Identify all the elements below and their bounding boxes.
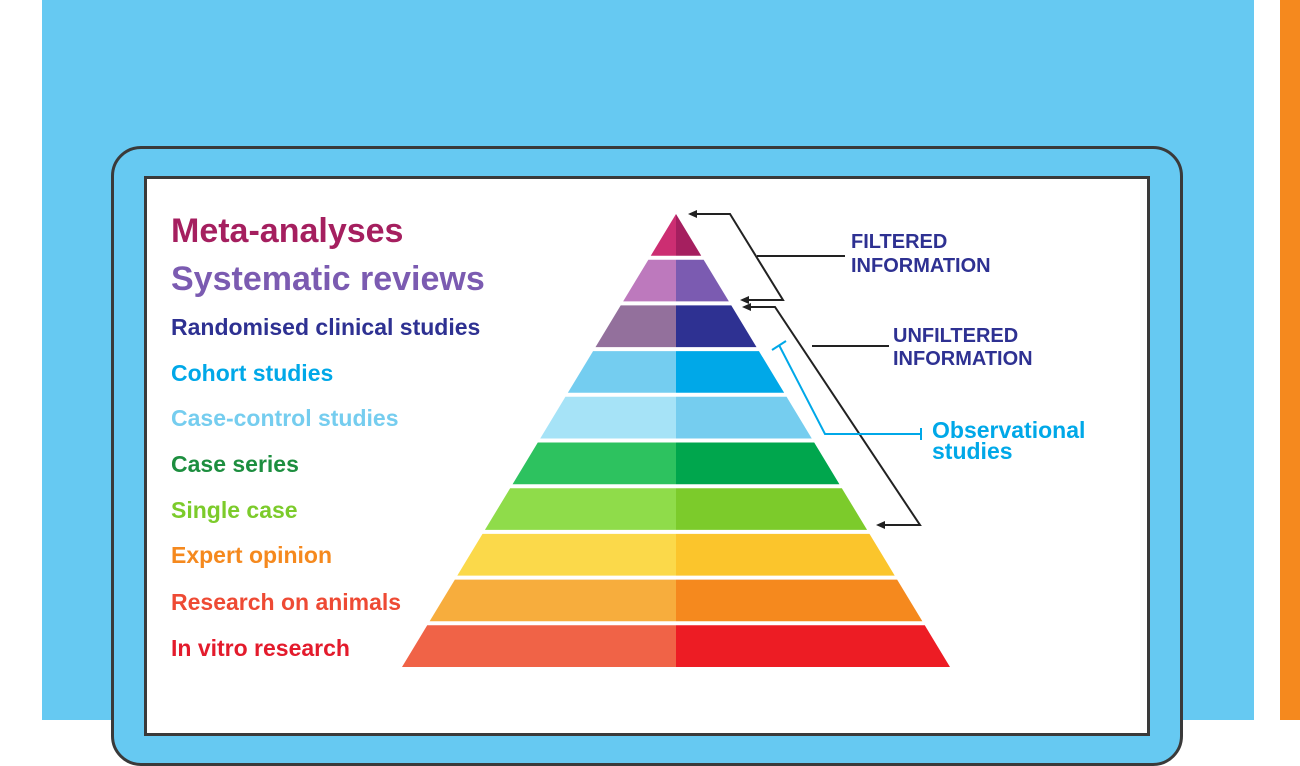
unfiltered-bracket	[742, 303, 922, 529]
level-label-6: Case series	[171, 451, 299, 477]
level-label-2: Systematic reviews	[171, 260, 485, 298]
pyramid-level-6-left	[512, 442, 676, 485]
pyramid-level-10-right	[676, 625, 950, 667]
pyramid-level-8-left	[457, 533, 676, 576]
pyramid-level-2-right	[676, 259, 729, 302]
pyramid-level-1-left	[650, 214, 676, 256]
level-label-5: Case-control studies	[171, 405, 399, 431]
pyramid-level-6-right	[676, 442, 840, 485]
pyramid-level-1-right	[676, 214, 702, 256]
pyramid-level-4-left	[567, 351, 676, 393]
pyramid-level-10-left	[402, 625, 676, 667]
filtered-label: FILTERED INFORMATION	[851, 231, 991, 277]
pyramid-level-2-left	[623, 259, 676, 302]
level-label-8: Expert opinion	[171, 542, 332, 568]
level-label-10: In vitro research	[171, 635, 350, 661]
pyramid-level-5-right	[676, 396, 812, 439]
level-label-3: Randomised clinical studies	[171, 314, 480, 340]
pyramid-level-8-right	[676, 533, 895, 576]
level-label-1: Meta-analyses	[171, 212, 403, 250]
level-label-9: Research on animals	[171, 589, 401, 615]
pyramid-level-7-left	[484, 488, 676, 530]
pyramid-level-9-left	[429, 579, 676, 622]
unfiltered-label: UNFILTERED INFORMATION	[893, 325, 1033, 370]
observational-label: Observational studies	[932, 417, 1092, 464]
level-label-4: Cohort studies	[171, 360, 333, 386]
pyramid	[402, 214, 950, 667]
pyramid-level-7-right	[676, 488, 868, 530]
pyramid-level-3-right	[676, 305, 757, 348]
pyramid-level-9-right	[676, 579, 923, 622]
observational-bracket	[771, 340, 922, 440]
orange-accent-strip	[1280, 0, 1300, 720]
level-label-7: Single case	[171, 497, 298, 523]
pyramid-level-3-left	[595, 305, 676, 348]
pyramid-level-4-right	[676, 351, 785, 393]
pyramid-level-5-left	[540, 396, 676, 439]
filtered-bracket	[688, 210, 845, 304]
